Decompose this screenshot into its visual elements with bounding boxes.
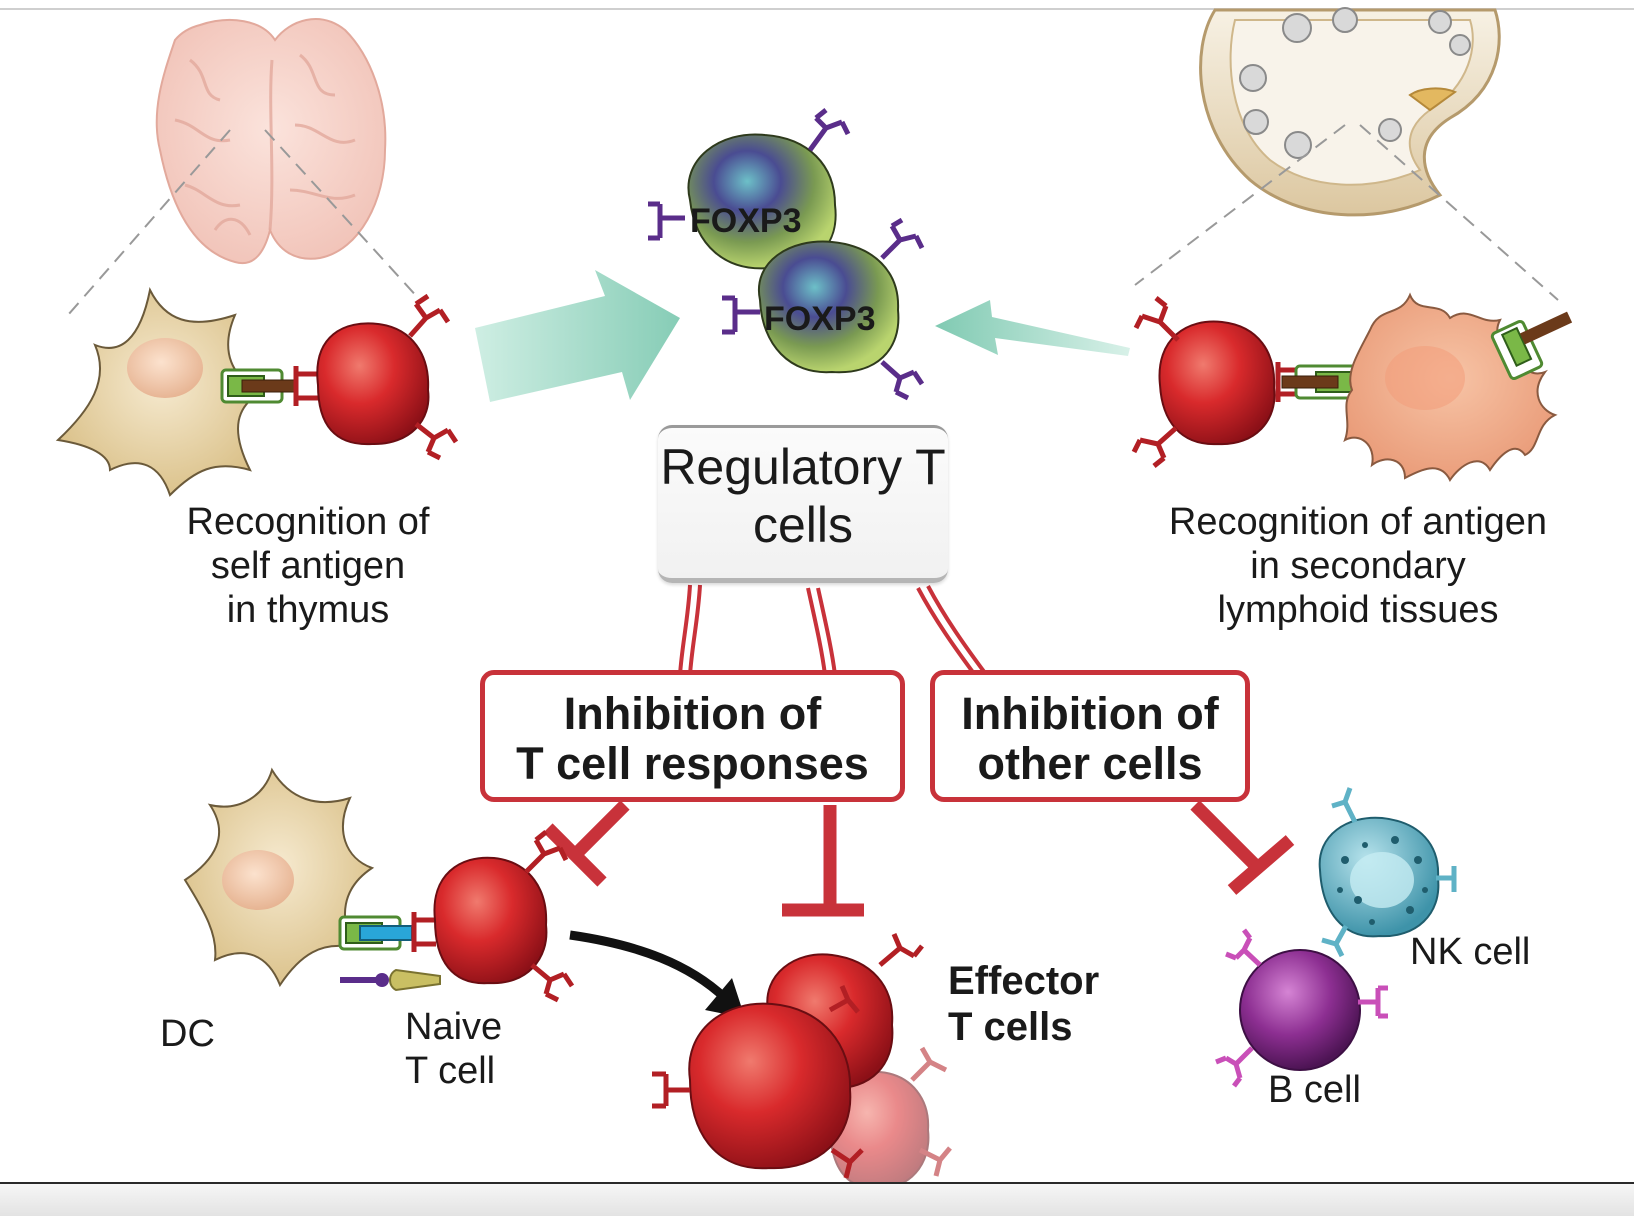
thymus-caption: Recognition of self antigen in thymus xyxy=(128,500,488,632)
inhibit-other-cells xyxy=(1190,800,1295,895)
inhibit-effector-t-cells xyxy=(782,805,864,917)
thymic-mhc-tcr-complex xyxy=(220,366,320,406)
lymphoid-t-cell xyxy=(1131,296,1276,468)
naive-mhc-tcr-complex xyxy=(338,912,436,952)
naive-t-cell xyxy=(433,830,575,1003)
costimulatory-pair xyxy=(340,968,441,992)
thymic-t-cell xyxy=(316,293,459,461)
inhibition-t-cell-line-1: Inhibition of xyxy=(563,688,822,739)
foxp3-label-lower: FOXP3 xyxy=(764,300,875,338)
b-cell xyxy=(1215,928,1388,1088)
lymphoid-dendritic-cell xyxy=(1343,292,1573,482)
b-cell-label: B cell xyxy=(1268,1069,1361,1111)
regulatory-label-line-1: Regulatory xyxy=(660,439,903,495)
nk-cell-label: NK cell xyxy=(1410,931,1531,973)
lymphoid-dc-mhc xyxy=(1490,311,1573,381)
regulatory-t-cell-upper xyxy=(648,108,851,270)
thymus-caption-line-1: Recognition of xyxy=(186,501,430,543)
thymus-zoom-lines xyxy=(67,129,421,316)
effector-t-cell-front xyxy=(652,1002,864,1179)
nk-cell xyxy=(1318,787,1457,958)
inhibition-lines xyxy=(678,584,987,677)
lymphoid-caption-line-1: Recognition of antigen xyxy=(1168,501,1548,543)
effector-t-cells xyxy=(652,933,952,1203)
regulatory-t-cells-box xyxy=(658,425,948,583)
inhibition-t-cell-responses-box: Inhibition of T cell responses xyxy=(480,670,905,802)
effector-t-cells-label: Effector T cells xyxy=(948,958,1099,1051)
regulatory-t-cells-label: Regulatory T cells xyxy=(658,438,948,554)
inhibition-t-cell-line-2: T cell responses xyxy=(516,737,869,789)
inhibition-other-line-2: other cells xyxy=(977,737,1203,789)
activation-arrow xyxy=(569,930,729,1002)
lymph-node-zoom-lines xyxy=(1134,124,1559,301)
activating-dendritic-cell xyxy=(183,767,375,988)
lymph-node-organ xyxy=(1199,7,1501,217)
teal-arrow-from-lymph-node xyxy=(935,300,1130,356)
top-edge-line xyxy=(0,8,1634,10)
thymus-caption-line-3: in thymus xyxy=(226,589,390,632)
regulatory-label-line-2: T cells xyxy=(752,439,946,553)
lymphoid-caption-line-2: in secondary xyxy=(1250,545,1466,588)
thymus-organ xyxy=(155,18,387,265)
effector-label-line-1: Effector xyxy=(948,959,1100,1003)
regulatory-t-cell-lower xyxy=(722,217,925,401)
naive-label-line-2: T cell xyxy=(405,1050,496,1093)
foxp3-label-upper: FOXP3 xyxy=(690,202,801,240)
lymphoid-caption-line-3: lymphoid tissues xyxy=(1217,589,1499,632)
naive-label-line-1: Naive xyxy=(405,1006,503,1048)
thymus-caption-line-2: self antigen xyxy=(210,545,406,588)
bottom-edge-bar xyxy=(0,1182,1634,1216)
dc-label: DC xyxy=(160,1013,215,1055)
lymphoid-caption: Recognition of antigen in secondary lymp… xyxy=(1118,500,1598,632)
teal-arrow-from-thymus xyxy=(475,270,680,402)
naive-t-cell-label: Naive T cell xyxy=(405,1005,502,1093)
inhibition-other-line-1: Inhibition of xyxy=(961,688,1219,739)
effector-label-line-2: T cells xyxy=(948,1005,1073,1050)
lymphoid-mhc-tcr-complex xyxy=(1275,362,1358,402)
inhibit-naive-t-cell xyxy=(543,800,630,887)
inhibition-other-cells-box: Inhibition of other cells xyxy=(930,670,1250,802)
